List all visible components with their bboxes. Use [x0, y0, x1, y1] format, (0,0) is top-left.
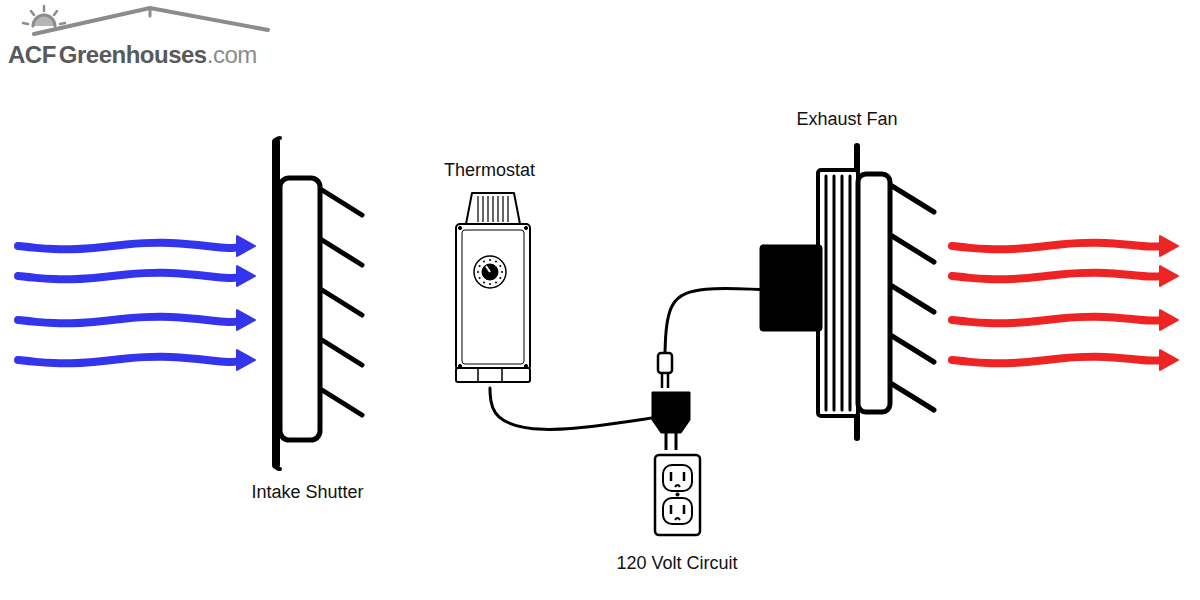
exhaust-fan-drawing — [826, 176, 850, 410]
cool-air-arrow — [18, 273, 241, 280]
logo-word: ACF — [8, 43, 56, 67]
cool-air-arrow-head — [237, 310, 255, 330]
thermostat-drawing — [462, 230, 524, 364]
warm-air-arrow — [952, 357, 1164, 364]
outlet-drawing — [663, 465, 692, 491]
cool-air-arrow-head — [237, 236, 255, 256]
warm-air-arrow-head — [1160, 310, 1178, 330]
part-label: Intake Shutter — [251, 482, 363, 504]
outlet-drawing — [652, 392, 690, 433]
thermostat-drawing — [456, 368, 530, 382]
power-outlet: 120 Volt Circuit — [652, 352, 702, 535]
part-label: Exhaust Fan — [796, 109, 897, 131]
thermostat-drawing — [466, 193, 520, 224]
warm-air-arrow-head — [1160, 266, 1178, 286]
logo-text: ACFGreenhouses.com — [8, 43, 257, 67]
logo-icon — [23, 6, 65, 24]
intake-shutter-drawing — [322, 190, 362, 415]
outlet-drawing — [655, 455, 700, 535]
warm-air-arrow-head — [1160, 236, 1178, 256]
exhaust-fan-drawing — [818, 170, 858, 416]
logo-word: Greenhouses — [59, 43, 207, 67]
intake-airflow-arrows — [18, 236, 255, 370]
intake-shutter-drawing — [280, 178, 320, 440]
part-label: Thermostat — [444, 160, 535, 182]
thermostat-drawing — [478, 368, 502, 382]
outlet-drawing — [675, 485, 680, 520]
logo-icon — [23, 6, 268, 34]
cool-air-arrow — [18, 243, 241, 250]
outlet-drawing — [658, 353, 672, 373]
exhaust-fan-drawing — [892, 186, 934, 410]
warm-air-arrow — [952, 243, 1164, 250]
thermostat-drawing — [478, 196, 508, 222]
power-cord — [490, 388, 652, 429]
intake-shutter-drawing — [276, 138, 362, 469]
thermostat-dial-ticks — [477, 259, 503, 285]
thermostat-dial-ticks — [479, 265, 481, 267]
thermostat-drawing — [456, 193, 530, 382]
outlet-drawing — [662, 373, 668, 388]
cool-air-arrow-head — [237, 266, 255, 286]
warm-air-arrow-head — [1160, 350, 1178, 370]
thermostat: Thermostat — [450, 188, 535, 388]
warm-air-arrow — [952, 273, 1164, 280]
exhaust-fan: Exhaust Fan — [760, 145, 940, 440]
thermostat-dial-ticks — [495, 261, 497, 263]
thermostat-drawing — [524, 226, 527, 229]
logo-word: .com — [207, 43, 257, 67]
thermostat-dial-ticks — [499, 265, 501, 267]
power-cord — [665, 288, 760, 352]
part-label: 120 Volt Circuit — [616, 553, 737, 575]
thermostat-drawing — [458, 226, 461, 229]
thermostat-dial-ticks — [483, 261, 485, 263]
logo-icon — [149, 8, 152, 16]
thermostat-drawing — [456, 224, 530, 370]
outlet-drawing — [663, 498, 692, 524]
thermostat-drawing — [474, 256, 506, 288]
outlet-drawing — [671, 472, 684, 514]
cool-air-arrow-head — [237, 350, 255, 370]
logo-icon — [34, 8, 268, 34]
thermostat-dial-ticks — [499, 277, 501, 279]
thermostat-dial-ticks — [489, 259, 491, 261]
thermostat-dial-ticks — [483, 281, 485, 283]
logo-icon — [33, 15, 55, 26]
thermostat-dial-ticks — [477, 271, 479, 273]
thermostat-dial-ticks — [495, 281, 497, 283]
exhaust-fan-drawing — [760, 245, 822, 331]
outlet-drawing — [666, 433, 676, 450]
thermostat-drawing — [482, 264, 498, 280]
exhaust-airflow-arrows — [952, 236, 1178, 370]
exhaust-fan-drawing — [858, 174, 890, 412]
intake-shutter: Intake Shutter — [270, 138, 365, 470]
thermostat-drawing — [486, 266, 490, 272]
exhaust-fan-drawing — [760, 146, 934, 438]
cool-air-arrow — [18, 357, 241, 364]
cool-air-arrow — [18, 317, 241, 324]
thermostat-dial-ticks — [479, 277, 481, 279]
outlet-drawing — [676, 493, 680, 497]
thermostat-dial-ticks — [501, 271, 503, 273]
warm-air-arrow — [952, 317, 1164, 324]
thermostat-dial-ticks — [489, 283, 491, 285]
outlet-drawing — [652, 353, 700, 535]
